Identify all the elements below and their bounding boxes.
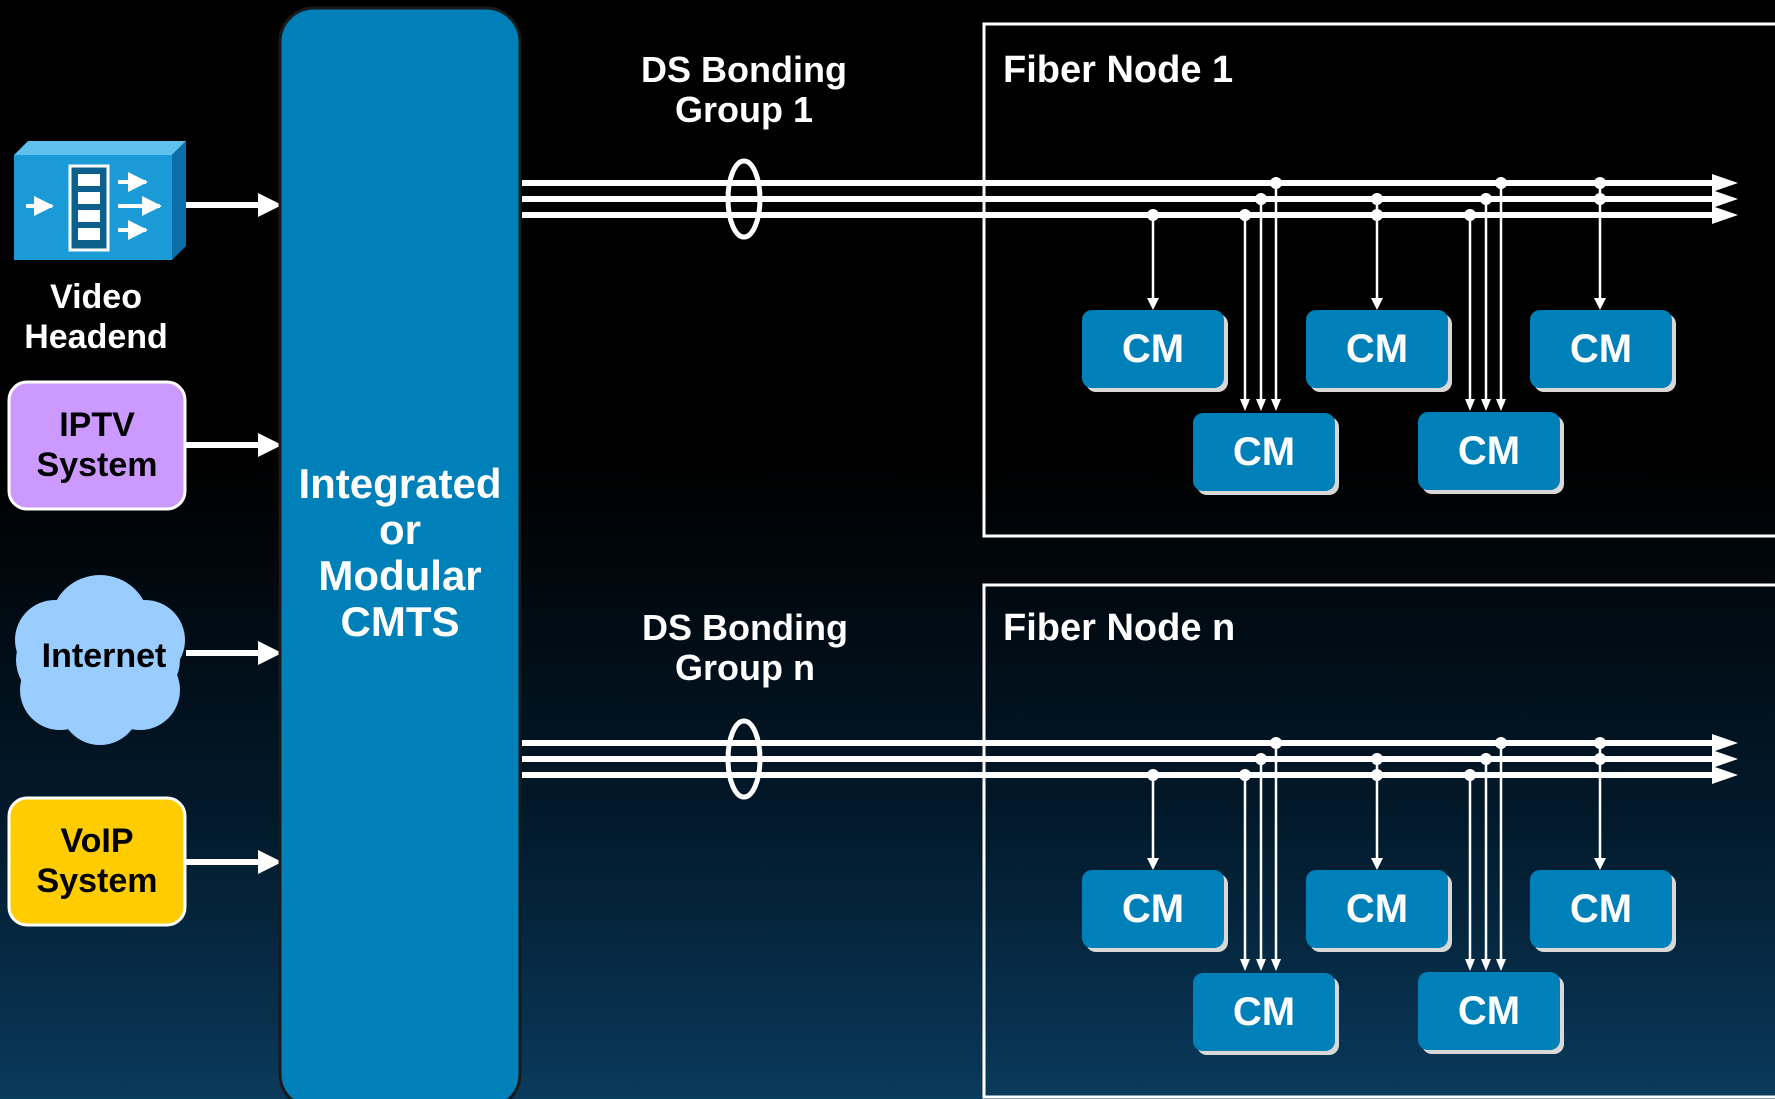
cmts-box	[278, 6, 522, 1099]
channel-arrowhead	[1712, 766, 1738, 784]
bonding-group-label: Group n	[675, 647, 815, 688]
cable-modem-box	[1306, 870, 1448, 948]
bonding-group-label: DS Bonding	[642, 607, 848, 648]
tap-arrowhead	[1594, 298, 1606, 310]
tap-arrowhead	[1271, 399, 1281, 411]
tap-arrowhead	[1496, 399, 1506, 411]
cable-modem-label: CM	[1346, 327, 1408, 371]
video-headend-label: Headend	[24, 318, 168, 356]
tap-arrowhead	[1481, 959, 1491, 971]
cable-modem-label: CM	[1122, 887, 1184, 931]
tap-arrowhead	[1371, 298, 1383, 310]
iptv-system-label: IPTV	[59, 406, 135, 444]
source-connector-arrows	[186, 202, 262, 865]
cable-modem-label: CM	[1233, 430, 1295, 474]
channel-arrowhead	[1712, 734, 1738, 752]
channel-tap-dot	[1371, 209, 1383, 221]
cmts-label: CMTS	[341, 598, 460, 645]
video-headend-label: Video	[50, 278, 142, 316]
cable-modem-box	[1193, 413, 1335, 491]
tap-arrowhead	[1256, 959, 1266, 971]
bonding-group-label: DS Bonding	[641, 49, 847, 90]
tap-arrowhead	[1496, 959, 1506, 971]
cable-modem-box	[1306, 310, 1448, 388]
cable-modem-box	[1418, 412, 1560, 490]
tap-arrowhead	[1594, 858, 1606, 870]
iptv-system-box	[7, 380, 187, 511]
voip-system-box	[7, 796, 187, 927]
cable-modem-label: CM	[1233, 990, 1295, 1034]
channel-tap-dot	[1594, 753, 1606, 765]
tap-arrowhead	[1147, 858, 1159, 870]
internet-label: Internet	[42, 637, 167, 675]
fiber-node-frame	[982, 583, 1775, 1099]
iptv-system-label: System	[37, 446, 158, 484]
tap-arrowhead	[1481, 399, 1491, 411]
bonding-group-label: Group 1	[675, 89, 813, 130]
tap-arrowhead	[1147, 298, 1159, 310]
fiber-node-title: Fiber Node n	[1003, 607, 1235, 649]
channel-arrowhead	[1712, 174, 1738, 192]
channel-tap-dot	[1371, 769, 1383, 781]
cmts-label: Modular	[318, 552, 481, 599]
tap-arrowhead	[1371, 858, 1383, 870]
channel-tap-dot	[1594, 193, 1606, 205]
cable-modem-label: CM	[1458, 429, 1520, 473]
tap-arrowhead	[1465, 399, 1475, 411]
cable-modem-label: CM	[1122, 327, 1184, 371]
cmts-label: Integrated	[298, 460, 501, 507]
cmts-label: or	[379, 506, 421, 553]
tap-arrowhead	[1465, 959, 1475, 971]
tap-arrowhead	[1256, 399, 1266, 411]
voip-system-label: VoIP	[60, 822, 133, 860]
internet-cloud-icon	[15, 575, 185, 745]
cable-modem-box	[1530, 310, 1672, 388]
tap-arrowhead	[1240, 399, 1250, 411]
cable-modem-label: CM	[1458, 989, 1520, 1033]
source-arrowheads	[258, 193, 282, 874]
channel-arrowhead	[1712, 750, 1738, 768]
channel-arrowhead	[1712, 190, 1738, 208]
cable-modem-box	[1082, 310, 1224, 388]
cable-modem-box	[1418, 972, 1560, 1050]
cable-modem-box	[1530, 870, 1672, 948]
bonding-group-ring	[725, 158, 763, 240]
cable-modem-box	[1082, 870, 1224, 948]
cable-modem-label: CM	[1570, 327, 1632, 371]
fiber-node-title: Fiber Node 1	[1003, 49, 1233, 91]
bonding-group-ring	[725, 718, 763, 800]
channel-arrowhead	[1712, 206, 1738, 224]
fiber-node-frame	[982, 22, 1775, 538]
cable-modem-box	[1193, 973, 1335, 1051]
tap-arrowhead	[1240, 959, 1250, 971]
cable-modem-label: CM	[1346, 887, 1408, 931]
tap-arrowhead	[1271, 959, 1281, 971]
voip-system-label: System	[37, 862, 158, 900]
cable-modem-label: CM	[1570, 887, 1632, 931]
video-headend-icon	[14, 141, 186, 260]
